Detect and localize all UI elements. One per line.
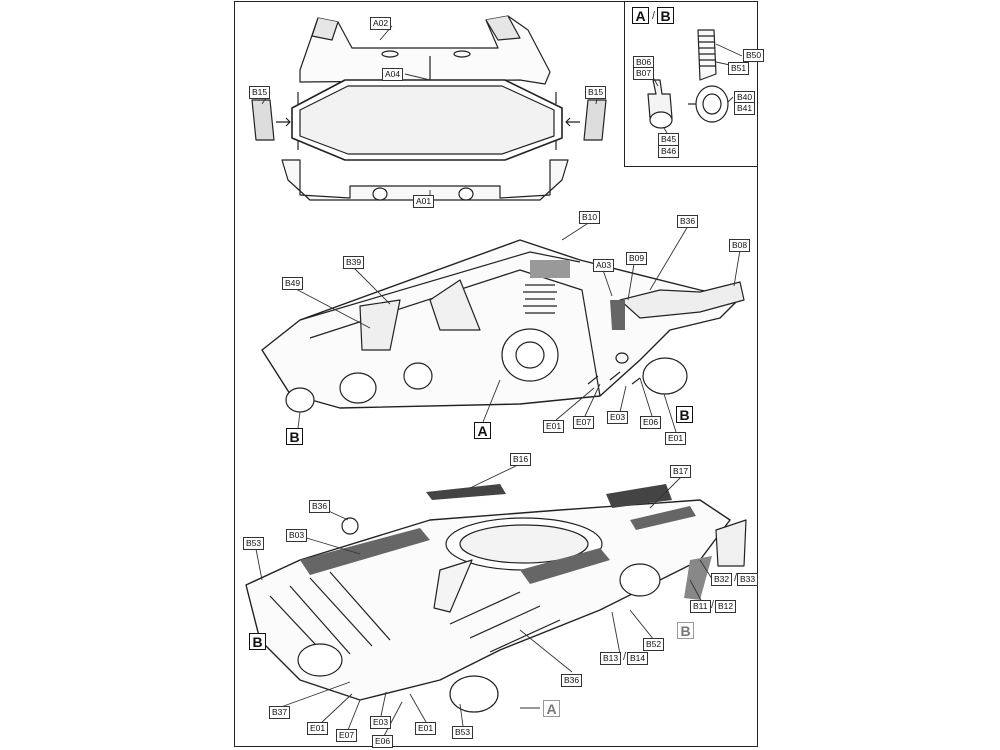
part-label-b15-left: B15: [249, 86, 271, 99]
callout-b-2: B: [676, 406, 693, 423]
part-label-a04: A04: [382, 68, 404, 81]
separator-s-b13: /: [623, 651, 627, 663]
part-label-e03-a: E03: [607, 411, 629, 424]
part-label-b12: B12: [715, 600, 737, 613]
part-label-b36-mid: B36: [309, 500, 331, 513]
part-label-e01-b: E01: [665, 432, 687, 445]
part-label-b53-bot: B53: [452, 726, 474, 739]
part-label-b51: B51: [728, 62, 750, 75]
inset-drawing: [647, 29, 729, 129]
part-label-e03-c: E03: [370, 716, 392, 729]
bottom-assembly-drawing: [245, 484, 747, 713]
part-label-e01-c: E01: [307, 722, 329, 735]
part-label-a01: A01: [413, 195, 435, 208]
part-label-e01-d: E01: [415, 722, 437, 735]
part-label-b40: B40: [734, 91, 756, 104]
part-label-b36-bot: B36: [561, 674, 583, 687]
callout-a-1: A: [474, 422, 491, 439]
top-assembly-drawing: [251, 15, 607, 201]
part-label-e06-c: E06: [372, 735, 394, 748]
part-label-b46: B46: [658, 145, 680, 158]
part-label-b41: B41: [734, 102, 756, 115]
part-label-b07: B07: [633, 67, 655, 80]
part-label-a03: A03: [593, 259, 615, 272]
part-label-b13: B13: [600, 652, 622, 665]
part-label-b50: B50: [743, 49, 765, 62]
inset-panel: [624, 1, 758, 167]
part-label-b03: B03: [286, 529, 308, 542]
part-label-b08: B08: [729, 239, 751, 252]
part-label-b11: B11: [690, 600, 711, 613]
callout-b-3: B: [249, 633, 266, 650]
part-label-e07-a: E07: [573, 416, 595, 429]
inset-title-b: B: [657, 7, 674, 24]
inset-title-a: A: [632, 7, 649, 24]
part-label-b16: B16: [510, 453, 532, 466]
part-label-b15-right: B15: [585, 86, 607, 99]
separator-s-b32: /: [734, 572, 738, 584]
part-label-b17: B17: [670, 465, 692, 478]
part-label-b14: B14: [627, 652, 649, 665]
callout-b-4: B: [677, 622, 694, 639]
middle-assembly-drawing: [261, 239, 745, 413]
inset-title-separator: /: [652, 10, 656, 22]
part-label-b36-top: B36: [677, 215, 699, 228]
separator-s-b11: /: [711, 599, 715, 611]
part-label-e07-c: E07: [336, 729, 358, 742]
part-label-b39: B39: [343, 256, 365, 269]
part-label-b32: B32: [711, 573, 733, 586]
part-label-b52: B52: [643, 638, 665, 651]
part-label-b10: B10: [579, 211, 601, 224]
part-label-b09: B09: [626, 252, 648, 265]
callout-a-2: A: [543, 700, 560, 717]
part-label-b49: B49: [282, 277, 304, 290]
part-label-b37: B37: [269, 706, 291, 719]
part-label-e06-a: E06: [640, 416, 662, 429]
part-label-b53-left: B53: [243, 537, 265, 550]
part-label-e01-a: E01: [543, 420, 565, 433]
callout-b-1: B: [286, 428, 303, 445]
part-label-a02: A02: [370, 17, 392, 30]
part-label-b33: B33: [737, 573, 759, 586]
